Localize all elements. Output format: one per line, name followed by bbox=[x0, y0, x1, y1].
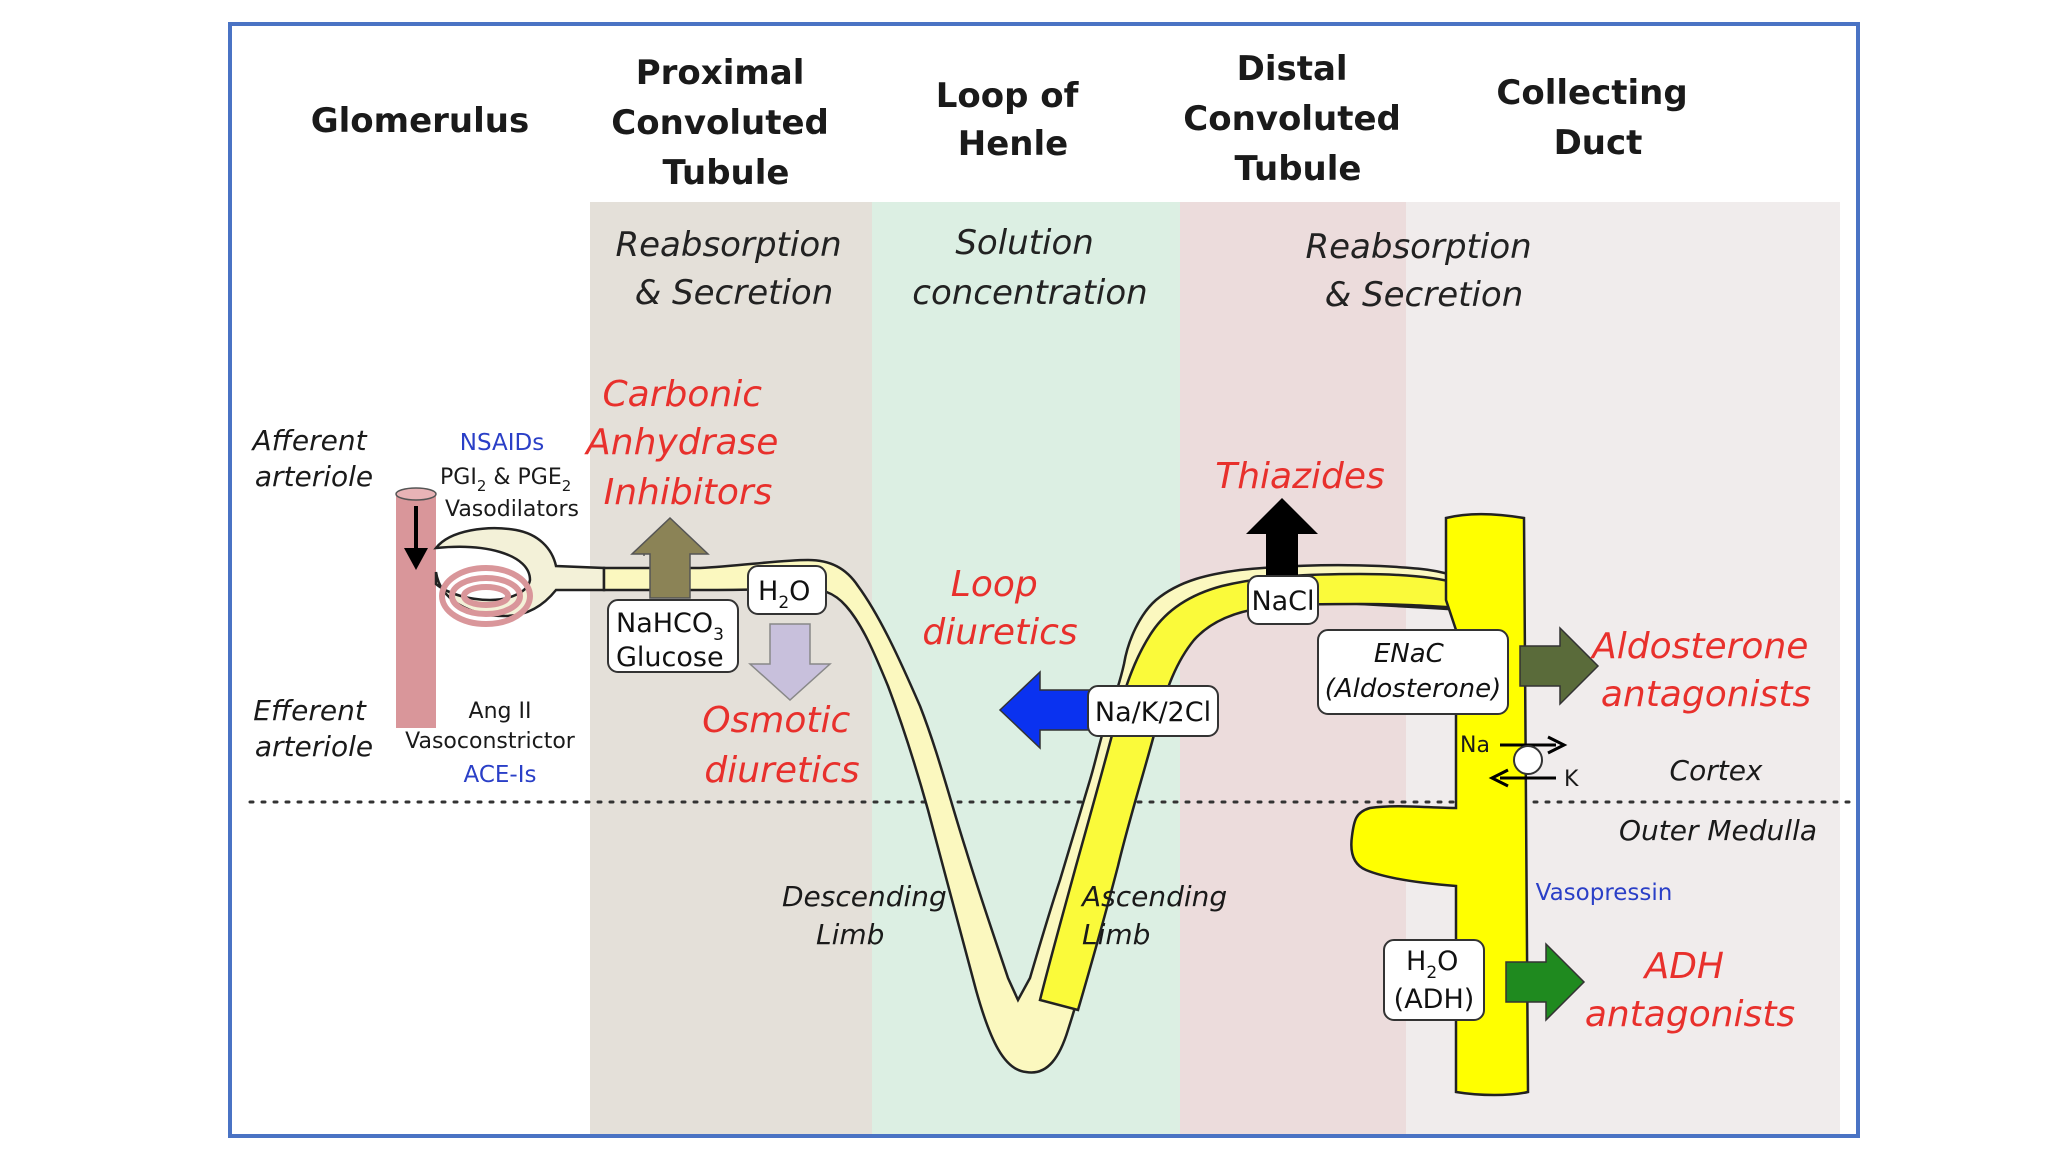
up-arrow-olive-icon bbox=[630, 516, 710, 599]
angiotensin-label: Ang II bbox=[469, 699, 532, 724]
nahco3-glucose-box bbox=[607, 599, 739, 673]
h2o-adh-box bbox=[1383, 939, 1485, 1021]
ascending-limb-label: Ascending Limb bbox=[1080, 880, 1236, 951]
function-loop: Solution concentration bbox=[912, 223, 1147, 313]
na-arrow-head-icon bbox=[1547, 735, 1568, 755]
aldosterone-antagonists-label: Aldosterone antagonists bbox=[1590, 626, 1820, 715]
glomerulus-coils bbox=[439, 565, 533, 627]
nsaids-label: NSAIDs bbox=[460, 430, 544, 456]
loop-diuretics-label: Loop diuretics bbox=[922, 564, 1077, 653]
nak2cl-label: Na/K/2Cl bbox=[1095, 697, 1211, 728]
prostaglandins-label: PGI2 & PGE2 bbox=[440, 465, 571, 495]
header-glomerulus: Glomerulus bbox=[311, 101, 529, 141]
cortex-label: Cortex bbox=[1670, 754, 1763, 787]
right-arrow-darkgreen-icon bbox=[1519, 626, 1600, 706]
carbonic-anhydrase-inhibitors-label: Carbonic Anhydrase Inhibitors bbox=[584, 374, 790, 513]
function-pct: Reabsorption & Secretion bbox=[616, 225, 853, 313]
left-arrow-blue-icon bbox=[998, 670, 1091, 750]
outer-medulla-label: Outer Medulla bbox=[1619, 814, 1817, 847]
h2o-box bbox=[747, 565, 827, 615]
efferent-label: Efferent arteriole bbox=[253, 694, 375, 763]
enac-box bbox=[1317, 629, 1509, 715]
nacl-label: NaCl bbox=[1251, 586, 1314, 617]
k-arrow-head-icon bbox=[1488, 768, 1509, 788]
thiazides-label: Thiazides bbox=[1215, 456, 1385, 497]
afferent-label: Afferent arteriole bbox=[251, 424, 376, 493]
header-dct: Distal Convoluted Tubule bbox=[1183, 49, 1412, 189]
na-k-pump-icon bbox=[1513, 745, 1543, 775]
descending-limb-label: Descending Limb bbox=[782, 880, 956, 951]
na-label: Na bbox=[1460, 733, 1490, 758]
vasoconstrictor-label: Vasoconstrictor bbox=[405, 729, 576, 754]
arteriole-opening bbox=[395, 487, 437, 501]
adh-label: (ADH) bbox=[1394, 984, 1475, 1015]
up-arrow-black-icon bbox=[1246, 498, 1318, 578]
nak2cl-box bbox=[1087, 685, 1219, 737]
vasopressin-label: Vasopressin bbox=[1536, 880, 1673, 906]
header-cd: Collecting Duct bbox=[1496, 73, 1699, 163]
header-loop: Loop of Henle bbox=[936, 76, 1091, 164]
nacl-box bbox=[1247, 575, 1319, 625]
ace-inhibitors-label: ACE-Is bbox=[464, 762, 537, 788]
h2o-label: H2O bbox=[758, 576, 810, 613]
function-dct: Reabsorption & Secretion bbox=[1306, 227, 1543, 315]
adh-antagonists-label: ADH antagonists bbox=[1585, 946, 1795, 1035]
h2o-adh-label: H2O bbox=[1406, 946, 1458, 983]
osmotic-diuretics-label: Osmotic diuretics bbox=[702, 700, 862, 791]
right-arrow-green-icon bbox=[1505, 942, 1586, 1022]
k-label: K bbox=[1564, 767, 1579, 792]
enac-label: ENaC (Aldosterone) bbox=[1325, 639, 1502, 704]
vasodilators-label: Vasodilators bbox=[445, 497, 579, 522]
header-pct: Proximal Convoluted Tubule bbox=[611, 53, 840, 193]
glucose-label: Glucose bbox=[616, 642, 724, 673]
nahco3-label: NaHCO3 bbox=[616, 608, 724, 645]
down-arrow-lavender-icon bbox=[748, 623, 832, 702]
flow-arrow-head-icon bbox=[404, 548, 428, 570]
